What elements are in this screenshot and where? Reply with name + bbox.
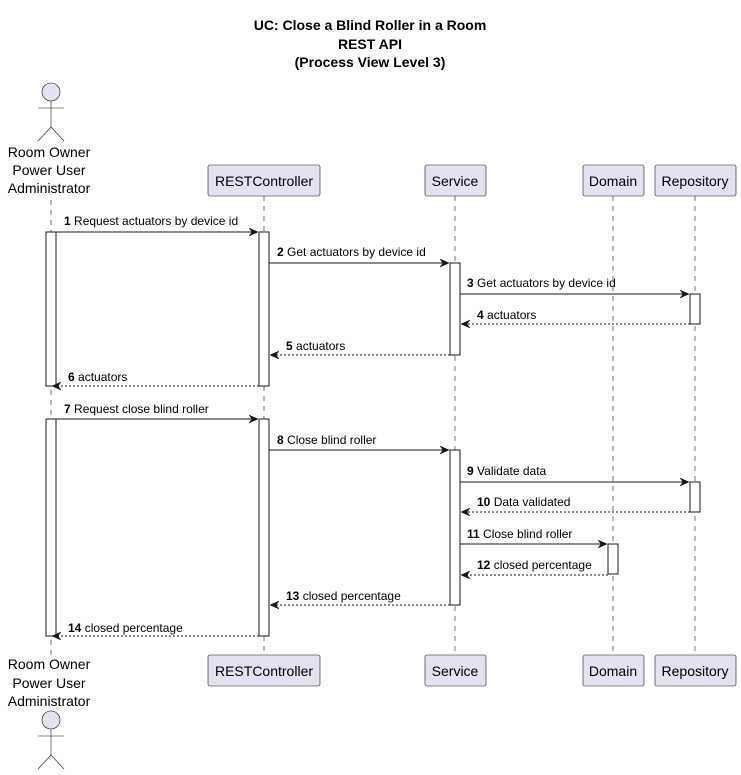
- actor-label-line-1: Room Owner: [8, 656, 91, 672]
- svg-text:2 Get actuators by device id: 2 Get actuators by device id: [277, 245, 426, 259]
- participant-service-top: Service: [424, 164, 487, 197]
- message-9: 9 Validate data: [460, 464, 689, 482]
- diagram-title-line-2: REST API: [338, 36, 402, 52]
- participant-label: Repository: [662, 663, 729, 679]
- message-number: 1: [64, 214, 71, 228]
- svg-text:1 Request actuators by device: 1 Request actuators by device id: [64, 214, 238, 228]
- participant-label: RESTController: [215, 663, 313, 679]
- message-number: 8: [277, 433, 284, 447]
- message-3: 3 Get actuators by device id: [460, 276, 689, 294]
- message-14: 14 closed percentage: [52, 621, 259, 636]
- message-label: Close blind roller: [483, 527, 572, 541]
- service-activation-2: [449, 449, 461, 606]
- actor-top: Room Owner Power User Administrator: [8, 82, 91, 196]
- message-label: closed percentage: [494, 558, 592, 572]
- message-number: 14: [68, 621, 82, 635]
- message-6: 6 actuators: [52, 370, 259, 386]
- participant-label: Service: [432, 663, 479, 679]
- svg-text:6 actuators: 6 actuators: [68, 370, 127, 384]
- message-label: Validate data: [477, 464, 546, 478]
- stick-figure-icon: [37, 82, 65, 142]
- repository-activation-2: [689, 481, 701, 513]
- message-label: closed percentage: [85, 621, 183, 635]
- message-number: 10: [477, 495, 491, 509]
- participant-service-bottom: Service: [424, 654, 487, 687]
- message-number: 12: [477, 558, 491, 572]
- stick-figure-icon: [37, 710, 65, 770]
- participant-restcontroller-top: RESTController: [207, 164, 321, 197]
- actor-activation-1: [45, 231, 57, 387]
- restcontroller-activation-2: [258, 418, 270, 637]
- actor-activation-2: [45, 418, 57, 637]
- message-label: Data validated: [494, 495, 571, 509]
- message-12: 12 closed percentage: [461, 558, 608, 575]
- message-label: Close blind roller: [287, 433, 376, 447]
- message-label: actuators: [487, 308, 536, 322]
- domain-activation: [607, 543, 619, 575]
- message-7: 7 Request close blind roller: [56, 402, 258, 419]
- message-number: 11: [467, 527, 480, 541]
- message-number: 6: [68, 370, 75, 384]
- message-label: Get actuators by device id: [287, 245, 426, 259]
- svg-text:14 closed percentage: 14 closed percentage: [68, 621, 183, 635]
- diagram-title-line-3: (Process View Level 3): [295, 54, 446, 70]
- svg-text:4 actuators: 4 actuators: [477, 308, 536, 322]
- restcontroller-activation-1: [258, 231, 270, 387]
- message-1: 1 Request actuators by device id: [56, 214, 258, 232]
- participant-repository-top: Repository: [654, 164, 737, 197]
- message-13: 13 closed percentage: [270, 589, 450, 605]
- actor-label-line-3: Administrator: [8, 180, 91, 196]
- message-10: 10 Data validated: [461, 495, 690, 512]
- svg-text:9 Validate data: 9 Validate data: [467, 464, 547, 478]
- participant-label: RESTController: [215, 173, 313, 189]
- svg-text:5 actuators: 5 actuators: [286, 339, 345, 353]
- message-8: 8 Close blind roller: [269, 433, 449, 450]
- participant-label: Domain: [589, 663, 637, 679]
- repository-activation-1: [689, 293, 701, 325]
- message-label: closed percentage: [303, 589, 401, 603]
- participant-domain-bottom: Domain: [582, 654, 645, 687]
- message-label: Request actuators by device id: [74, 214, 238, 228]
- message-number: 4: [477, 308, 484, 322]
- message-number: 3: [467, 276, 474, 290]
- svg-text:12 closed percentage: 12 closed percentage: [477, 558, 592, 572]
- message-number: 9: [467, 464, 474, 478]
- message-number: 7: [64, 402, 71, 416]
- message-number: 13: [286, 589, 300, 603]
- diagram-title-line-1: UC: Close a Blind Roller in a Room: [254, 17, 487, 33]
- participant-label: Repository: [662, 173, 729, 189]
- svg-text:13 closed percentage: 13 closed percentage: [286, 589, 401, 603]
- svg-text:10 Data validated: 10 Data validated: [477, 495, 570, 509]
- actor-label-line-2: Power User: [12, 162, 85, 178]
- svg-text:11 Close blind roller: 11 Close blind roller: [467, 527, 572, 541]
- svg-text:7 Request close blind roller: 7 Request close blind roller: [64, 402, 209, 416]
- participant-restcontroller-bottom: RESTController: [207, 654, 321, 687]
- actor-label-line-1: Room Owner: [8, 144, 91, 160]
- participant-domain-top: Domain: [582, 164, 645, 197]
- participant-label: Service: [432, 173, 479, 189]
- message-2: 2 Get actuators by device id: [269, 245, 449, 263]
- message-label: Get actuators by device id: [477, 276, 616, 290]
- actor-bottom: Room Owner Power User Administrator: [8, 656, 91, 770]
- message-label: Request close blind roller: [74, 402, 209, 416]
- message-4: 4 actuators: [461, 308, 690, 324]
- participant-label: Domain: [589, 173, 637, 189]
- service-activation-1: [449, 262, 461, 356]
- message-number: 2: [277, 245, 284, 259]
- actor-label-line-2: Power User: [12, 675, 85, 691]
- message-label: actuators: [296, 339, 345, 353]
- svg-text:3 Get actuators by device id: 3 Get actuators by device id: [467, 276, 616, 290]
- message-5: 5 actuators: [270, 339, 450, 355]
- svg-text:8 Close blind roller: 8 Close blind roller: [277, 433, 376, 447]
- message-label: actuators: [78, 370, 127, 384]
- participant-repository-bottom: Repository: [654, 654, 737, 687]
- message-11: 11 Close blind roller: [460, 527, 607, 544]
- message-number: 5: [286, 339, 293, 353]
- actor-label-line-3: Administrator: [8, 693, 91, 709]
